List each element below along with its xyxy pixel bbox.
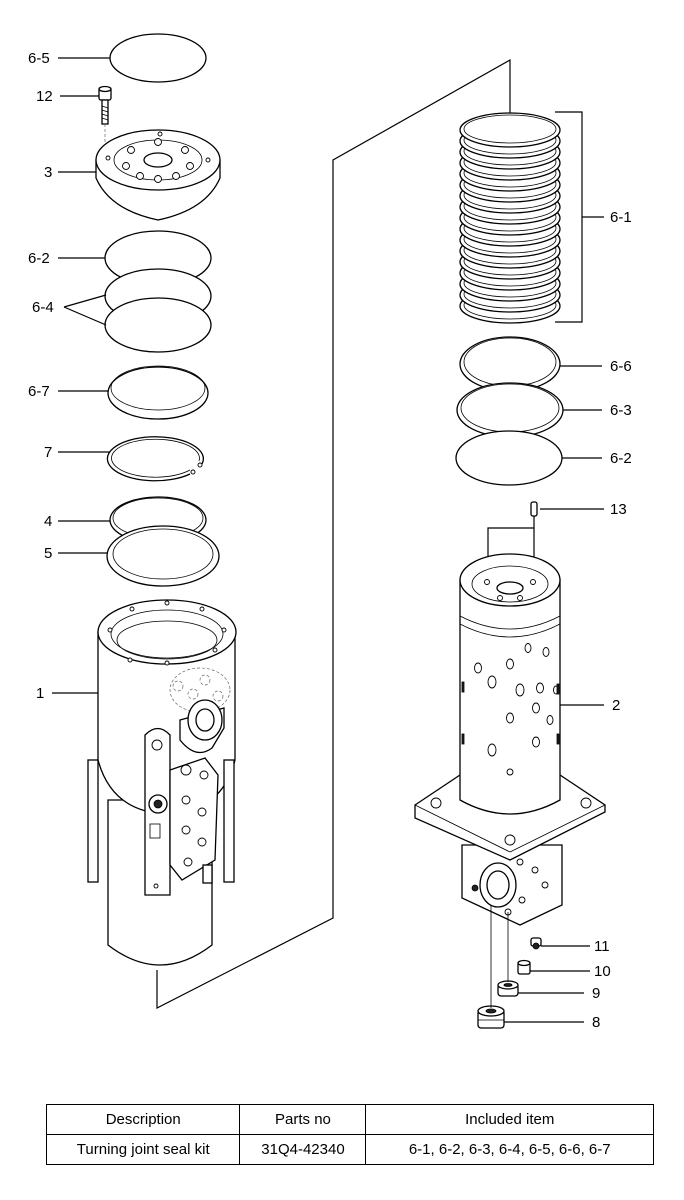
part-6-7-ring bbox=[107, 365, 209, 420]
table-row: Turning joint seal kit 31Q4-42340 6-1, 6… bbox=[45, 1134, 654, 1165]
cell-description: Turning joint seal kit bbox=[45, 1134, 241, 1165]
label-4: 4 bbox=[44, 513, 52, 530]
label-2: 2 bbox=[612, 697, 620, 714]
part-5-backup-ring bbox=[106, 525, 220, 587]
header-description: Description bbox=[45, 1104, 241, 1135]
label-5: 5 bbox=[44, 545, 52, 562]
label-8: 8 bbox=[592, 1014, 600, 1031]
label-6-6: 6-6 bbox=[610, 358, 632, 375]
part-6-4-rings bbox=[104, 268, 212, 353]
seal-ring bbox=[459, 112, 561, 148]
label-10: 10 bbox=[594, 963, 611, 980]
exploded-parts-diagram: 6-5 12 3 6-2 bbox=[28, 33, 632, 1031]
seal-kit-table: Description Parts no Included item Turni… bbox=[45, 1104, 654, 1165]
label-12: 12 bbox=[36, 88, 53, 105]
label-1: 1 bbox=[36, 685, 44, 702]
header-parts-no: Parts no bbox=[239, 1104, 367, 1135]
cell-included-item: 6-1, 6-2, 6-3, 6-4, 6-5, 6-6, 6-7 bbox=[365, 1134, 654, 1165]
label-13: 13 bbox=[610, 501, 627, 518]
label-6-3: 6-3 bbox=[610, 402, 632, 419]
part-1-hub-body bbox=[87, 599, 237, 966]
part-3-cover bbox=[95, 129, 221, 221]
label-6-2-right: 6-2 bbox=[610, 450, 632, 467]
part-10-plug bbox=[517, 959, 531, 975]
label-6-7: 6-7 bbox=[28, 383, 50, 400]
assembly-path-line bbox=[156, 58, 511, 1009]
label-7: 7 bbox=[44, 444, 52, 461]
part-8-plug bbox=[477, 1005, 505, 1029]
part-7-snap-ring bbox=[106, 436, 205, 482]
cell-parts-no: 31Q4-42340 bbox=[239, 1134, 367, 1165]
seal-ring-inner bbox=[463, 114, 557, 144]
part-13-pin bbox=[530, 501, 538, 517]
label-6-4: 6-4 bbox=[32, 299, 54, 316]
part-6-3-ring bbox=[456, 382, 564, 438]
label-6-5: 6-5 bbox=[28, 50, 50, 67]
part-12-bolt bbox=[98, 85, 112, 150]
table-header-row: Description Parts no Included item bbox=[45, 1104, 654, 1135]
label-6-1: 6-1 bbox=[610, 209, 632, 226]
label-6-2-left: 6-2 bbox=[28, 250, 50, 267]
label-11: 11 bbox=[594, 938, 610, 955]
part-2-shaft bbox=[414, 553, 606, 926]
part-6-1-seal-stack bbox=[459, 112, 561, 324]
part-9-plug bbox=[497, 980, 519, 997]
part-6-5-oring bbox=[109, 33, 207, 83]
header-included-item: Included item bbox=[365, 1104, 654, 1135]
part-11-fitting bbox=[530, 937, 542, 950]
part-6-2-ring-right bbox=[455, 430, 563, 486]
label-3: 3 bbox=[44, 164, 52, 181]
label-9: 9 bbox=[592, 985, 600, 1002]
